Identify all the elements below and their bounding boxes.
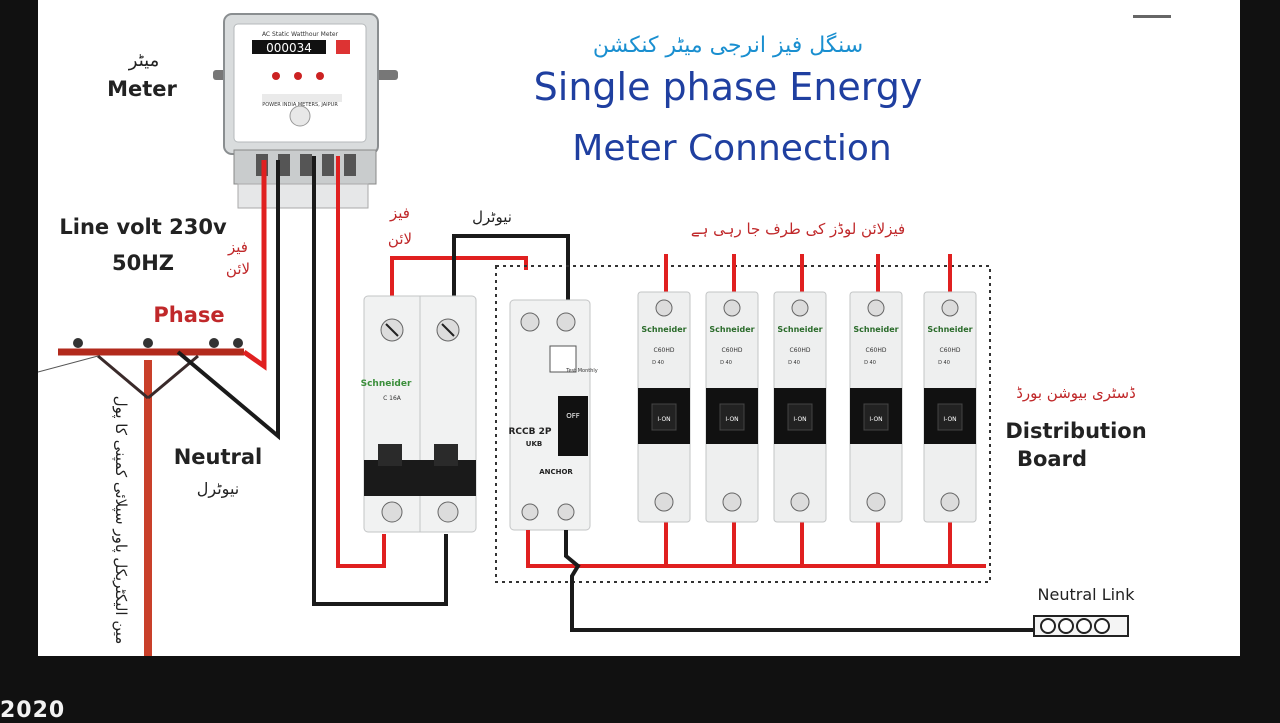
neutral-label: Neutral bbox=[174, 445, 263, 469]
meter-label-urdu: میٹر bbox=[128, 50, 159, 71]
phase-wire-meter-out bbox=[336, 156, 386, 568]
mcb-2: Schneider C60HD D 40 I-ON bbox=[705, 291, 759, 523]
mcb-neutral-urdu: نیوٹرل bbox=[472, 208, 512, 226]
mcb-phase-urdu-2: لائن bbox=[388, 230, 412, 248]
pole-label-urdu: مین الیکٹریکل پاور سپلائی کمپنی کا پول bbox=[111, 396, 130, 645]
db-label-line-1: Distribution bbox=[1005, 419, 1146, 443]
mcb-3: Schneider C60HD D 40 I-ON bbox=[773, 291, 827, 523]
meter-reading: 000034 bbox=[266, 41, 312, 55]
main-breaker: Schneider C 16A bbox=[361, 295, 477, 533]
mcb-1-on: I-ON bbox=[657, 416, 670, 423]
year-label: 2020 bbox=[0, 698, 66, 723]
mcb-2-on: I-ON bbox=[725, 416, 738, 423]
rccb-label: RCCB 2P bbox=[509, 427, 552, 437]
mcb-3-rating: D 40 bbox=[788, 360, 800, 366]
title-line-1: Single phase Energy bbox=[534, 65, 923, 109]
main-breaker-neutral-in bbox=[452, 234, 570, 300]
mcb-1-rating: D 40 bbox=[652, 360, 664, 366]
load-feeders bbox=[664, 254, 952, 566]
mcb-5-on: I-ON bbox=[943, 416, 956, 423]
wiring-diagram: سنگل فیز انرجی میٹر کنکشن Single phase E… bbox=[37, 13, 1147, 656]
mcb-4-rating: D 40 bbox=[864, 360, 876, 366]
neutral-label-urdu: نیوٹرل bbox=[197, 479, 239, 499]
mcb-1: Schneider C60HD D 40 I-ON bbox=[637, 291, 691, 523]
mcb-1-brand: Schneider bbox=[641, 325, 686, 334]
rccb: Test Monthly OFF RCCB 2P UKB ANCHOR bbox=[509, 299, 598, 531]
mcb-2-model: C60HD bbox=[722, 347, 743, 354]
mcb-3-model: C60HD bbox=[790, 347, 811, 354]
rccb-sub: UKB bbox=[526, 440, 542, 448]
title-urdu: سنگل فیز انرجی میٹر کنکشن bbox=[593, 32, 863, 58]
rccb-test-label: Test Monthly bbox=[565, 368, 597, 374]
energy-meter: AC Static Watthour Meter 000034 POWER IN… bbox=[213, 13, 398, 209]
rccb-maker: ANCHOR bbox=[539, 468, 573, 476]
phase-line-urdu-1: فیز bbox=[227, 238, 248, 256]
meter-label: Meter bbox=[107, 77, 177, 101]
line-volt-label: Line volt 230v bbox=[59, 215, 227, 239]
meter-brand-line: AC Static Watthour Meter bbox=[262, 31, 339, 38]
neutral-link-bar bbox=[1033, 615, 1129, 637]
slide: سنگل فیز انرجی میٹر کنکشن Single phase E… bbox=[37, 0, 1240, 656]
loads-label-urdu: فیزلائن لوڈز کی طرف جا رہی ہے bbox=[691, 220, 905, 238]
neutral-wire-meter-out bbox=[312, 156, 448, 606]
rccb-off-label: OFF bbox=[566, 412, 580, 420]
distribution-board-frame bbox=[495, 265, 991, 583]
meter-maker: POWER INDIA METERS, JAIPUR bbox=[262, 102, 338, 108]
neutral-link-label: Neutral Link bbox=[1038, 585, 1136, 604]
main-breaker-phase-in bbox=[390, 256, 528, 300]
rccb-neutral-out bbox=[564, 530, 1034, 632]
phase-line-urdu-2: لائن bbox=[226, 260, 250, 278]
db-label-line-2: Board bbox=[1017, 447, 1087, 471]
db-label-urdu: ڈسٹری بیوشن بورڈ bbox=[1016, 384, 1136, 402]
mcb-3-brand: Schneider bbox=[777, 325, 822, 334]
mcb-2-rating: D 40 bbox=[720, 360, 732, 366]
neutral-wire-supply bbox=[176, 160, 280, 441]
mcb-3-on: I-ON bbox=[793, 416, 806, 423]
main-breaker-brand: Schneider bbox=[361, 379, 412, 389]
title-line-2: Meter Connection bbox=[572, 128, 891, 169]
mcb-5-brand: Schneider bbox=[927, 325, 972, 334]
phase-wire-supply bbox=[242, 160, 267, 371]
mcb-5-rating: D 40 bbox=[938, 360, 950, 366]
mcb-phase-urdu-1: فیز bbox=[389, 204, 410, 222]
mcb-4-brand: Schneider bbox=[853, 325, 898, 334]
main-breaker-rating: C 16A bbox=[383, 395, 402, 402]
mcb-4-model: C60HD bbox=[866, 347, 887, 354]
phase-label: Phase bbox=[153, 303, 224, 327]
tv-indicator bbox=[1133, 15, 1171, 18]
mcb-5-model: C60HD bbox=[940, 347, 961, 354]
rccb-phase-bus bbox=[526, 530, 986, 568]
mcb-5: Schneider C60HD D 40 I-ON bbox=[923, 291, 977, 523]
mcb-2-brand: Schneider bbox=[709, 325, 754, 334]
mcb-4-on: I-ON bbox=[869, 416, 882, 423]
mcb-4: Schneider C60HD D 40 I-ON bbox=[849, 291, 903, 523]
hz-label: 50HZ bbox=[112, 251, 174, 275]
mcb-1-model: C60HD bbox=[654, 347, 675, 354]
